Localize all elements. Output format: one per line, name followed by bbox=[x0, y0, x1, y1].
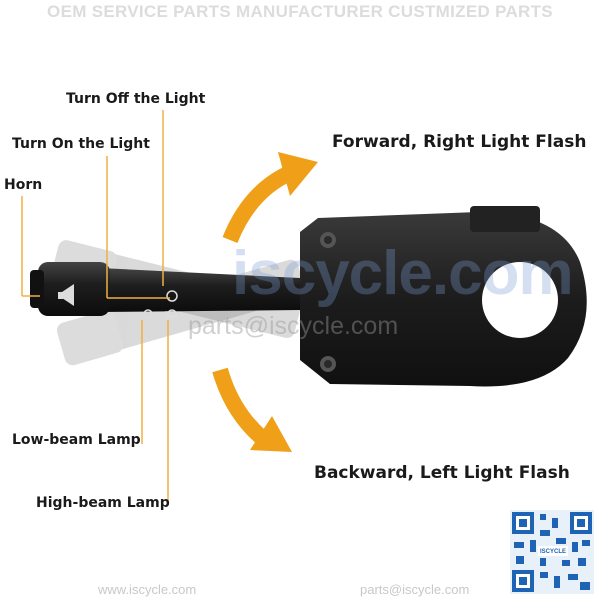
high-beam-icon bbox=[167, 309, 177, 319]
horn-icon bbox=[62, 284, 74, 306]
light-on-icon bbox=[166, 290, 178, 302]
label-turn-on: Turn On the Light bbox=[12, 136, 150, 152]
label-turn-off: Turn Off the Light bbox=[66, 91, 206, 107]
low-beam-icon bbox=[143, 309, 153, 319]
watermark-site: iscycle.com bbox=[232, 239, 574, 308]
label-low-beam: Low-beam Lamp bbox=[12, 432, 141, 448]
banner-text: OEM SERVICE PARTS MANUFACTURER CUSTMIZED… bbox=[47, 2, 553, 21]
label-forward: Forward, Right Light Flash bbox=[332, 132, 587, 152]
label-backward: Backward, Left Light Flash bbox=[314, 463, 570, 483]
leader-lines bbox=[21, 110, 170, 505]
mounting-hole bbox=[482, 262, 558, 338]
watermark-email: parts@iscycle.com bbox=[188, 312, 399, 340]
backward-arrow-icon bbox=[212, 367, 292, 452]
qr-code-icon bbox=[510, 510, 594, 594]
label-high-beam: High-beam Lamp bbox=[36, 495, 170, 511]
footer-email: parts@iscycle.com bbox=[360, 582, 470, 597]
label-horn: Horn bbox=[4, 177, 43, 193]
forward-arrow-icon bbox=[222, 152, 318, 244]
main-stalk bbox=[30, 262, 300, 319]
qr-caption: ISCYCLE bbox=[539, 549, 566, 555]
switch-body bbox=[300, 206, 587, 387]
footer-site: www.iscycle.com bbox=[98, 582, 197, 597]
